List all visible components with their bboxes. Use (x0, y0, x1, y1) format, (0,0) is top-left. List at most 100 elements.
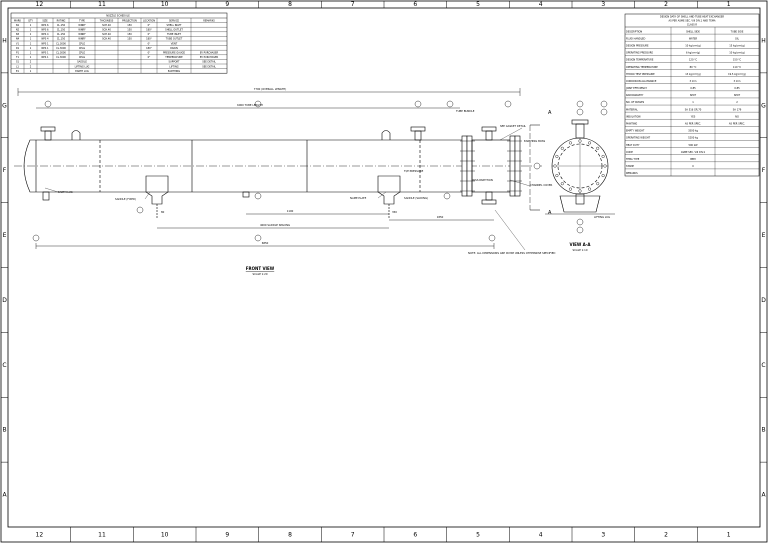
zone-col-label: 9 (225, 1, 229, 8)
aa-nozzle-bottom (575, 193, 585, 205)
channel-flange (509, 135, 516, 197)
dist-left-label: 1100 (287, 209, 294, 213)
nozzle-schedule-cell: LIFTING (169, 65, 178, 68)
zone-col-label: 4 (539, 532, 543, 539)
design-data-cell: STAMP (626, 165, 634, 168)
ti-pressure-label: TI/P PRESSURE (404, 169, 424, 173)
zone-col-label: 2 (664, 532, 668, 539)
design-data-cell: HEAT DUTY (626, 144, 640, 147)
zone-col-label: 7 (351, 532, 355, 539)
design-data-cell: 3 mm (734, 80, 742, 83)
design-data-header: SHELL SIDE (686, 30, 700, 33)
zone-row-label: C (2, 362, 6, 369)
nozzle-schedule-cell: WNRF (78, 33, 86, 36)
nozzle-schedule-cell: SEE DETAIL (202, 65, 216, 68)
design-data-cell: MATERIAL (626, 108, 638, 111)
design-data-cell: HYDRO TEST PRESSURE (626, 73, 655, 76)
zone-col-label: 12 (36, 532, 44, 539)
nozzle-schedule-cell: 2 (30, 65, 32, 68)
nozzle-schedule-cell: EARTH LUG (75, 70, 89, 73)
nozzle-schedule-header: LOCATION (143, 19, 155, 22)
bottom-dim-label: 6850 (262, 241, 269, 245)
zone-row-label: F (762, 167, 766, 174)
nozzle-schedule-cell: SCH.40 (102, 33, 111, 36)
nozzle-n3 (481, 126, 497, 141)
zone-col-label: 3 (601, 1, 605, 8)
lifting-lug-left (71, 130, 81, 140)
nozzle-schedule-cell: 0° (148, 52, 151, 55)
section-a-top: A (548, 110, 552, 116)
nozzle-schedule-cell: 180° (146, 47, 152, 50)
nozzle-schedule-cell: 1 (30, 52, 32, 55)
nozzle-schedule-cell: 1 (30, 38, 32, 41)
design-data-cell: PAINTING (626, 123, 637, 126)
aa-callouts (576, 100, 608, 234)
design-data-cell: YES (691, 115, 696, 118)
front-view (14, 88, 542, 251)
nozzle-schedule-cell: SADDLE (77, 61, 87, 64)
zone-row-label: F (3, 167, 7, 174)
lifting-lug-label: LIFTING LUG (594, 215, 610, 219)
zone-row-label: E (3, 232, 7, 239)
nozzle-schedule-header: PROJECTION (122, 19, 137, 22)
front-view-scale: SCALE 1:20 (253, 272, 268, 276)
zone-col-label: 5 (476, 1, 480, 8)
nozzle-schedule-cell: NPS 4 (41, 33, 49, 36)
bolt-hole (555, 174, 559, 178)
nozzle-schedule-cell: 1 (30, 29, 32, 32)
earthing-boss-label: EARTHING BOSS (524, 139, 546, 143)
bolt-hole (560, 146, 564, 150)
zone-col-label: 10 (161, 1, 169, 8)
nozzle-n4 (481, 191, 497, 205)
nozzle-n1 (40, 126, 56, 141)
gasket-label: SEE GASKET DETAIL (500, 124, 526, 128)
zone-col-label: 2 (664, 1, 668, 8)
nozzle-schedule-cell: CL.150 (57, 24, 66, 27)
nozzle-schedule-cell: T1 (16, 56, 19, 59)
zone-col-label: 3 (601, 532, 605, 539)
nozzle-schedule-cell: L1 (16, 65, 19, 68)
saddle-fixed (145, 175, 169, 218)
design-data-cell: U (692, 165, 694, 168)
nozzle-schedule-cell: CL.3000 (56, 42, 66, 45)
design-data-cell: OPERATING TEMPERATURE (626, 66, 658, 69)
bolt-hole (596, 182, 600, 186)
nozzle-schedule-cell: SCH.40 (102, 24, 111, 27)
bolt-hole (588, 141, 592, 145)
design-data-cell: 19.5 kg/cm²(g) (728, 73, 746, 76)
nozzle-schedule-cell: LIFTING LUG (75, 65, 90, 68)
nozzle-schedule-cell: N1 (16, 24, 20, 27)
tubesheet-flange (466, 135, 473, 197)
nozzle-schedule-cell: VENT (171, 42, 178, 45)
design-data-cell: 0.85 (734, 87, 740, 90)
pass-partition-label: PASS PARTITION (472, 178, 493, 182)
nozzle-schedule-header: TYPE (79, 19, 85, 22)
nozzle-n2 (410, 126, 426, 141)
nozzle-schedule-cell: SCH.40 (102, 29, 111, 32)
design-data-cell: DESIGN TEMPERATURE (626, 59, 654, 62)
design-data-cell: 15 kg/cm²(g) (729, 44, 745, 47)
nozzle-schedule-cell: 150 (127, 24, 132, 27)
drain-nozzle (42, 191, 50, 201)
bolt-hole (568, 187, 572, 191)
nozzle-schedule-header: SIZE (42, 19, 48, 22)
lifting-lug-right (381, 130, 391, 140)
design-data-cell: 3 mm (690, 80, 698, 83)
nozzle-schedule-cell: 0° (148, 42, 151, 45)
nozzle-schedule-cell: SCH.40 (102, 38, 111, 41)
design-data-cell: 500 kW (688, 144, 698, 147)
tube-bundle-label: TUBE BUNDLE (456, 109, 475, 113)
zone-row-label: A (761, 492, 766, 499)
bolt-hole (578, 139, 582, 143)
design-data-cell: 110 °C (733, 66, 742, 69)
nozzle-schedule-cell: N3 (16, 33, 20, 36)
zone-row-label: A (2, 492, 7, 499)
design-data-cell: ASME SEC. VIII DIV.1 (681, 151, 706, 154)
zone-row-label: D (761, 297, 766, 304)
nozzle-schedule-header: THICKNESS (100, 19, 114, 22)
design-data-cell: OPERATING PRESSURE (626, 52, 653, 55)
nozzle-schedule-cell: CPLG (79, 42, 85, 45)
bolt-hole (560, 182, 564, 186)
nozzle-schedule-cell: 0° (148, 24, 151, 27)
